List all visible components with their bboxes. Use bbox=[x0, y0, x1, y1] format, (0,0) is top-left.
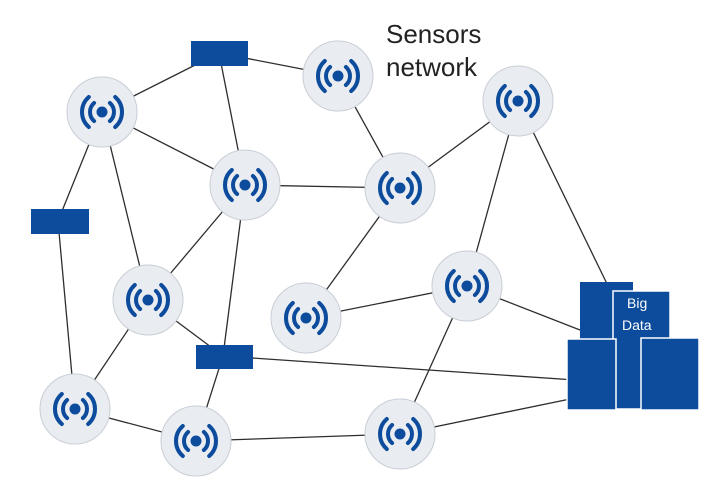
signal-wave-inner-left bbox=[386, 422, 395, 446]
wireless-sensor-icon bbox=[445, 268, 489, 304]
signal-wave-inner-right bbox=[250, 173, 259, 197]
signal-wave-outer-right bbox=[113, 94, 124, 130]
wireless-sensor-icon bbox=[378, 416, 422, 452]
signal-wave-inner-right bbox=[523, 89, 532, 113]
signal-wave-outer-left bbox=[174, 423, 185, 459]
sensor-node-9 bbox=[364, 398, 436, 470]
title-line-2: network bbox=[386, 52, 478, 82]
sensor-node-3 bbox=[209, 149, 281, 221]
wireless-sensor-icon bbox=[496, 83, 540, 119]
big-data-label-line1: Big bbox=[627, 295, 647, 311]
signal-wave-inner-left bbox=[61, 397, 70, 421]
wireless-sensor-icon bbox=[223, 167, 267, 203]
gateway-g3-gateway-block-icon bbox=[196, 345, 253, 369]
signal-wave-inner-right bbox=[201, 429, 210, 453]
sensor-dot bbox=[300, 312, 312, 324]
signal-wave-outer-right bbox=[207, 423, 218, 459]
signal-wave-outer-left bbox=[126, 282, 137, 318]
signal-wave-outer-left bbox=[378, 170, 389, 206]
signal-wave-inner-right bbox=[80, 397, 89, 421]
sensor-dot bbox=[239, 179, 251, 191]
sensor-dot bbox=[512, 95, 524, 107]
wireless-sensor-icon bbox=[126, 282, 170, 318]
sensor-node-5 bbox=[364, 152, 436, 224]
big-data-building-left bbox=[566, 338, 617, 411]
sensor-dot bbox=[69, 403, 81, 415]
signal-wave-inner-left bbox=[504, 89, 513, 113]
sensor-node-1 bbox=[66, 76, 138, 148]
title-line-1: Sensors bbox=[386, 19, 481, 49]
signal-wave-inner-right bbox=[405, 422, 414, 446]
signal-wave-outer-left bbox=[445, 268, 456, 304]
signal-wave-outer-right bbox=[529, 83, 540, 119]
signal-wave-inner-right bbox=[343, 64, 352, 88]
signal-wave-inner-left bbox=[182, 429, 191, 453]
sensor-node-8 bbox=[431, 250, 503, 322]
signal-wave-inner-left bbox=[134, 288, 143, 312]
signal-wave-outer-right bbox=[411, 416, 422, 452]
wireless-sensor-icon bbox=[80, 94, 124, 130]
signal-wave-outer-left bbox=[316, 58, 327, 94]
sensor-node-2 bbox=[302, 40, 374, 112]
sensor-node-6 bbox=[270, 282, 342, 354]
signal-wave-outer-left bbox=[284, 300, 295, 336]
signal-wave-outer-right bbox=[478, 268, 489, 304]
big-data-storage: Big Data bbox=[566, 282, 700, 411]
wireless-sensor-icon bbox=[284, 300, 328, 336]
signal-wave-inner-left bbox=[324, 64, 333, 88]
signal-wave-outer-left bbox=[223, 167, 234, 203]
sensor-dot bbox=[394, 182, 406, 194]
signal-wave-inner-right bbox=[311, 306, 320, 330]
sensor-dot bbox=[394, 428, 406, 440]
sensor-node-4 bbox=[482, 65, 554, 137]
signal-wave-outer-right bbox=[411, 170, 422, 206]
gateway-blocks bbox=[31, 41, 253, 369]
sensor-nodes bbox=[39, 40, 554, 477]
big-data-building-right bbox=[640, 337, 700, 411]
signal-wave-outer-left bbox=[496, 83, 507, 119]
signal-wave-inner-right bbox=[472, 274, 481, 298]
wireless-sensor-icon bbox=[316, 58, 360, 94]
signal-wave-inner-left bbox=[386, 176, 395, 200]
wireless-sensor-icon bbox=[174, 423, 218, 459]
signal-wave-inner-left bbox=[453, 274, 462, 298]
wireless-sensor-icon bbox=[378, 170, 422, 206]
signal-wave-inner-right bbox=[405, 176, 414, 200]
signal-wave-outer-left bbox=[80, 94, 91, 130]
signal-wave-outer-right bbox=[349, 58, 360, 94]
sensor-node-10 bbox=[39, 373, 111, 445]
sensor-dot bbox=[190, 435, 202, 447]
sensor-dot bbox=[332, 70, 344, 82]
signal-wave-outer-right bbox=[86, 391, 97, 427]
signal-wave-outer-right bbox=[159, 282, 170, 318]
signal-wave-outer-right bbox=[317, 300, 328, 336]
gateway-g1-gateway-block-icon bbox=[191, 41, 248, 66]
sensor-dot bbox=[96, 106, 108, 118]
sensor-node-7 bbox=[112, 264, 184, 336]
gateway-g2-gateway-block-icon bbox=[31, 209, 89, 234]
signal-wave-inner-left bbox=[231, 173, 240, 197]
signal-wave-outer-left bbox=[378, 416, 389, 452]
signal-wave-outer-right bbox=[256, 167, 267, 203]
signal-wave-inner-left bbox=[88, 100, 97, 124]
sensor-node-11 bbox=[160, 405, 232, 477]
signal-wave-inner-left bbox=[292, 306, 301, 330]
signal-wave-inner-right bbox=[153, 288, 162, 312]
sensor-dot bbox=[142, 294, 154, 306]
big-data-label-line2: Data bbox=[622, 317, 652, 333]
signal-wave-outer-left bbox=[53, 391, 64, 427]
wireless-sensor-icon bbox=[53, 391, 97, 427]
network-edge-23 bbox=[222, 355, 576, 381]
sensor-dot bbox=[461, 280, 473, 292]
signal-wave-inner-right bbox=[107, 100, 116, 124]
